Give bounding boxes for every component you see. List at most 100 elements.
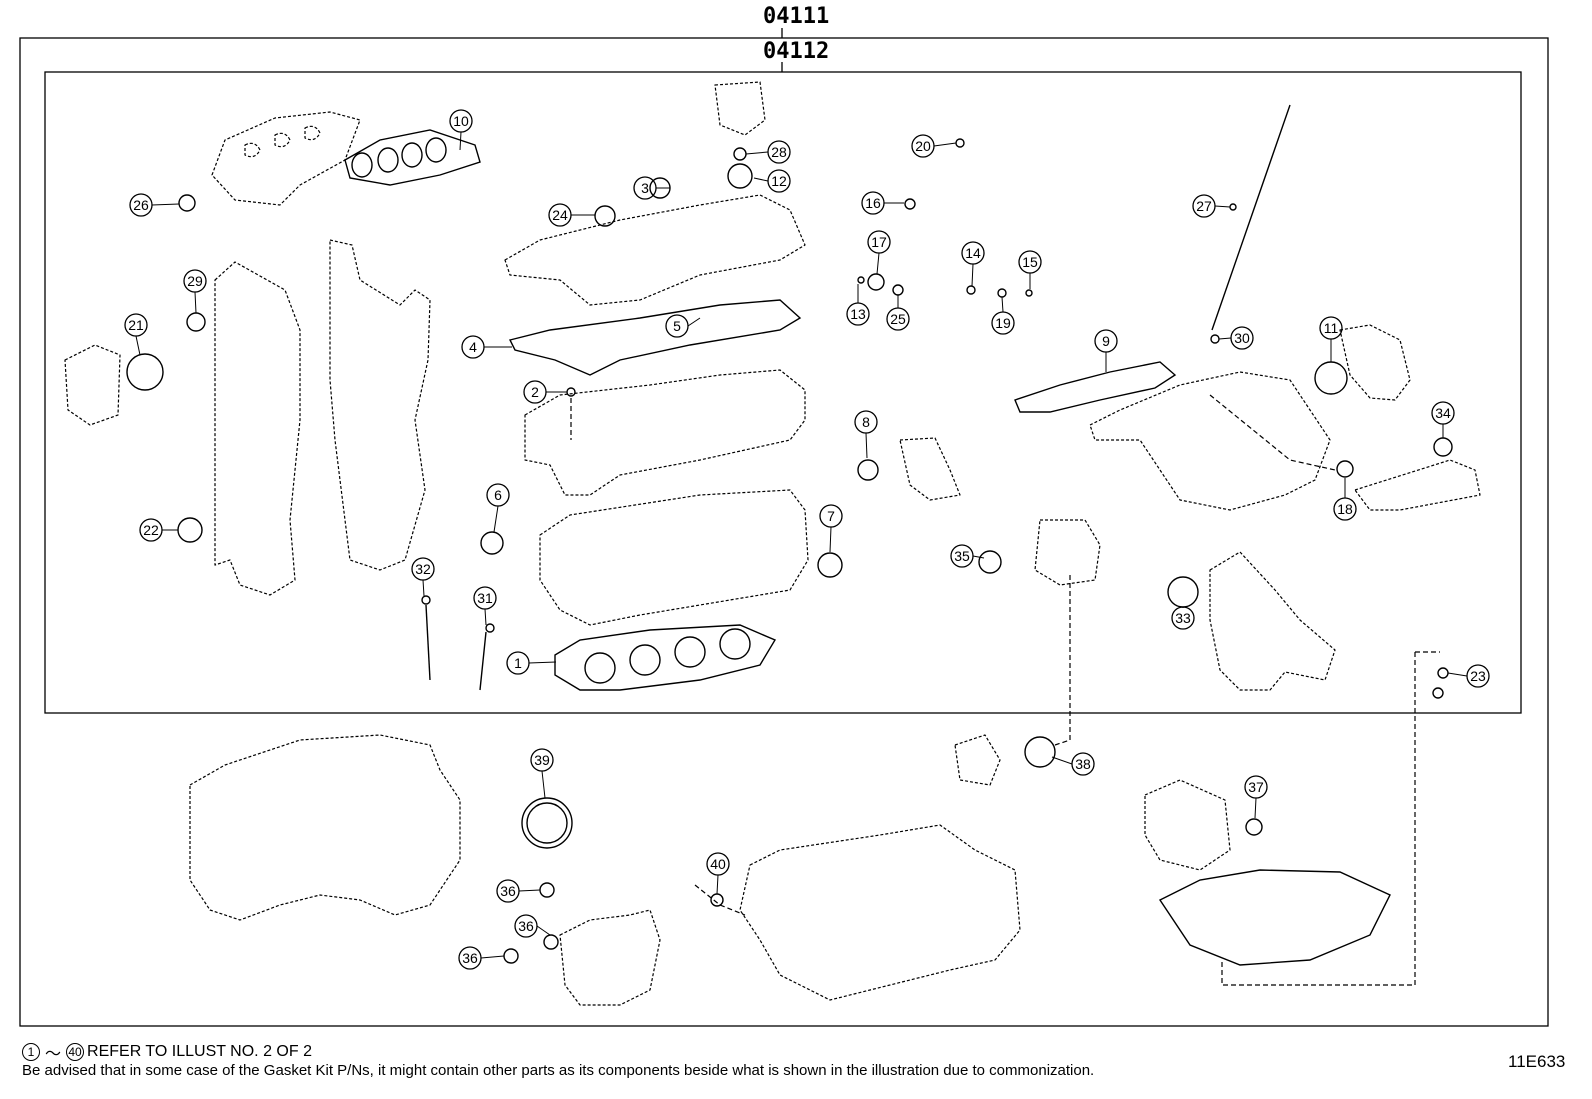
callout-17: 17	[867, 230, 891, 254]
rear-oil-seal	[521, 797, 573, 849]
callout-20: 20	[911, 134, 935, 158]
svg-text:33: 33	[1175, 610, 1191, 626]
timing-cover-outline	[214, 261, 301, 596]
svg-text:10: 10	[453, 113, 469, 129]
callout-26: 26	[129, 193, 153, 217]
callout-9: 9	[1094, 329, 1118, 353]
svg-text:23: 23	[1470, 668, 1486, 684]
thermostat-housing-outline	[1144, 779, 1231, 871]
callout-27: 27	[1192, 194, 1216, 218]
callout-39: 39	[530, 748, 554, 772]
svg-text:6: 6	[494, 487, 502, 503]
svg-text:29: 29	[187, 273, 203, 289]
callout-14: 14	[961, 241, 985, 265]
kit-frames	[19, 28, 1549, 1027]
oil-pan	[1158, 869, 1391, 966]
timing-cover-2-outline	[329, 239, 431, 571]
callout-11: 11	[1319, 316, 1343, 340]
callout-33: 33	[1171, 606, 1195, 630]
callout-23: 23	[1466, 664, 1490, 688]
callout-4: 4	[461, 335, 485, 359]
callout-10: 10	[449, 109, 473, 133]
svg-text:8: 8	[862, 414, 870, 430]
callout-36a: 36	[496, 879, 520, 903]
footer-reference: 1 ～ 40 REFER TO ILLUST NO. 2 OF 2	[22, 1040, 312, 1064]
svg-text:15: 15	[1022, 254, 1038, 270]
svg-text:21: 21	[128, 317, 144, 333]
callout-35: 35	[950, 544, 974, 568]
svg-text:27: 27	[1196, 198, 1212, 214]
svg-text:28: 28	[771, 144, 787, 160]
leader-lines	[135, 131, 1468, 959]
callout-15: 15	[1018, 250, 1042, 274]
cylinder-head-gasket	[554, 624, 777, 691]
engine-block-outline	[189, 734, 461, 921]
callout-29: 29	[183, 269, 207, 293]
svg-text:39: 39	[534, 752, 550, 768]
svg-text:34: 34	[1435, 405, 1451, 421]
svg-text:4: 4	[469, 339, 477, 355]
callout-7: 7	[819, 504, 843, 528]
svg-text:20: 20	[915, 138, 931, 154]
ref-start-number: 1	[22, 1043, 40, 1061]
callout-38: 38	[1071, 752, 1095, 776]
assembly-lines	[570, 394, 1440, 986]
outer-kit-frame	[19, 37, 1549, 1027]
svg-text:1: 1	[514, 655, 522, 671]
inner-kit-code: 04112	[763, 39, 830, 64]
svg-text:16: 16	[865, 195, 881, 211]
callout-31: 31	[473, 586, 497, 610]
svg-text:36: 36	[518, 918, 534, 934]
svg-text:13: 13	[850, 306, 866, 322]
crankcase-outline	[739, 824, 1021, 1001]
svg-text:3: 3	[641, 180, 649, 196]
egr-valve-outline	[899, 437, 961, 501]
heat-shield-outline	[211, 111, 361, 206]
cam-cover-outline	[504, 194, 806, 306]
crank-front-seal	[177, 517, 203, 543]
ref-text: REFER TO ILLUST NO. 2 OF 2	[87, 1043, 312, 1060]
svg-text:5: 5	[673, 318, 681, 334]
callout-25: 25	[886, 307, 910, 331]
svg-text:22: 22	[143, 522, 159, 538]
svg-text:7: 7	[827, 508, 835, 524]
oil-pump-outline	[1209, 551, 1336, 691]
callout-13: 13	[846, 302, 870, 326]
gaskets	[126, 104, 1453, 966]
water-inlet-outline	[1034, 519, 1101, 586]
callout-2: 2	[523, 380, 547, 404]
svg-text:11: 11	[1324, 320, 1339, 336]
svg-text:26: 26	[133, 197, 149, 213]
callout-16: 16	[861, 191, 885, 215]
rear-cover-outline	[559, 909, 661, 1006]
callout-24: 24	[548, 203, 572, 227]
illustration-code: 11E633	[1508, 1052, 1566, 1071]
callouts: 1 2 3 4 5 6 7 8 9 10 11 12 13 14 15 16 1…	[124, 109, 1490, 970]
callout-1: 1	[506, 651, 530, 675]
exhaust-manifold-gasket	[344, 129, 481, 186]
intake-manifold-outline	[1089, 371, 1331, 511]
svg-text:19: 19	[995, 315, 1011, 331]
svg-text:38: 38	[1075, 756, 1091, 772]
cylinder-head-outline	[524, 369, 806, 496]
callout-32: 32	[411, 557, 435, 581]
outer-kit-code: 04111	[763, 4, 830, 29]
svg-text:18: 18	[1337, 501, 1353, 517]
svg-text:36: 36	[462, 950, 478, 966]
svg-text:9: 9	[1102, 333, 1110, 349]
timing-cover-seal	[126, 353, 164, 391]
svg-text:30: 30	[1234, 330, 1250, 346]
water-pump-outline	[64, 344, 121, 426]
ref-end-number: 40	[66, 1043, 85, 1061]
inner-kit-frame	[44, 71, 1522, 714]
callout-28: 28	[767, 140, 791, 164]
callout-12: 12	[767, 169, 791, 193]
svg-text:36: 36	[500, 883, 516, 899]
callout-3: 3	[633, 176, 657, 200]
svg-text:2: 2	[531, 384, 539, 400]
svg-text:12: 12	[771, 173, 787, 189]
part-outlines	[64, 81, 1481, 1006]
cylinder-block-upper-outline	[539, 489, 809, 626]
head-cover-gasket	[508, 299, 802, 376]
